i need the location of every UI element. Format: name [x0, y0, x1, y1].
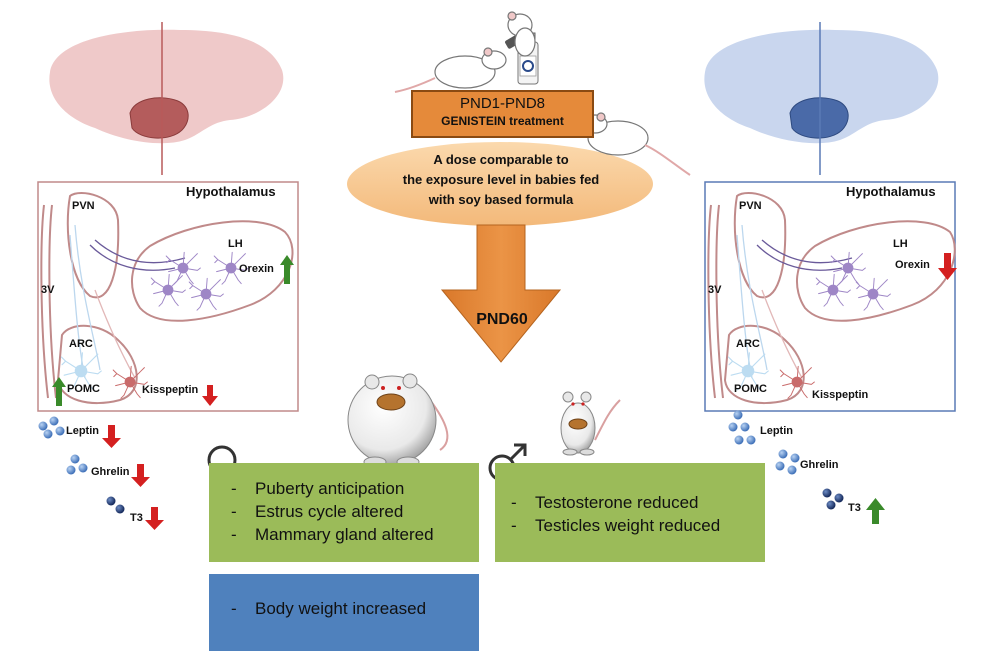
ghrelin-label-male: Ghrelin — [800, 459, 839, 471]
t3-up-arrow-male — [866, 498, 885, 524]
dose-line: the exposure level in babies fed — [402, 172, 600, 187]
ghrelin-label-female: Ghrelin — [91, 466, 130, 478]
dose-line: A dose comparable to — [433, 152, 569, 167]
pomc-label-male: POMC — [734, 383, 767, 395]
list-item: -Testicles weight reduced — [511, 516, 721, 535]
lean-rat-icon — [560, 391, 621, 456]
leptin-dots-male — [728, 410, 756, 445]
list-item: -Body weight increased — [231, 599, 427, 618]
female-effects-box: -Puberty anticipation -Estrus cycle alte… — [209, 463, 479, 562]
neural-fibers-female — [69, 224, 186, 379]
t3-label-female: T3 — [130, 512, 143, 524]
t3-dots-female — [106, 496, 125, 514]
t3-dots-male — [822, 488, 844, 510]
dose-ellipse — [347, 142, 653, 226]
t3-down-arrow-female — [145, 507, 164, 530]
female-effects-list: -Puberty anticipation -Estrus cycle alte… — [231, 479, 479, 545]
female-weight-box: -Body weight increased — [209, 574, 479, 651]
pomc-up-arrow-female — [52, 377, 66, 406]
arc-label-female: ARC — [69, 338, 93, 350]
male-effects-box: -Testosterone reduced -Testicles weight … — [495, 463, 765, 562]
lh-label-female: LH — [228, 238, 243, 250]
orexin-up-arrow-female — [280, 255, 294, 284]
list-item: -Testosterone reduced — [511, 493, 699, 512]
ghrelin-down-arrow-female — [131, 464, 150, 487]
orexin-label-male: Orexin — [895, 259, 930, 271]
t3-label-male: T3 — [848, 502, 861, 514]
orexin-down-arrow-male — [938, 253, 957, 280]
dose-description: A dose comparable to the exposure level … — [350, 142, 652, 226]
arc-label-male: ARC — [736, 338, 760, 350]
brain-icon — [49, 22, 284, 175]
third-ventricle-label-female: 3V — [41, 284, 55, 296]
hypothalamus-box-female — [37, 181, 299, 412]
hypothalamus-diagram-male — [707, 192, 956, 404]
hypothalamus-title-male: Hypothalamus — [846, 184, 936, 199]
leptin-label-female: Leptin — [66, 425, 99, 437]
pvn-label-male: PVN — [739, 200, 762, 212]
pomc-label-female: POMC — [67, 383, 100, 395]
treatment-box: PND1-PND8 GENISTEIN treatment — [411, 90, 594, 138]
list-item: -Mammary gland altered — [231, 525, 434, 544]
leptin-dots-female — [38, 416, 65, 439]
kisspeptin-down-arrow-female — [202, 385, 218, 406]
treatment-name: GENISTEIN treatment — [441, 114, 564, 128]
hypothalamus-title-female: Hypothalamus — [186, 184, 276, 199]
rat-icon — [394, 47, 507, 93]
rat-icon-standing — [507, 11, 536, 57]
hypothalamus-diagram-female — [40, 192, 294, 404]
endpoint-label: PND60 — [476, 311, 528, 328]
leptin-label-male: Leptin — [760, 425, 793, 437]
female-weight-list: -Body weight increased — [231, 599, 479, 619]
treatment-range: PND1-PND8 — [459, 95, 546, 112]
ghrelin-dots-female — [66, 454, 88, 475]
dose-line: with soy based formula — [428, 192, 574, 207]
list-item: -Estrus cycle altered — [231, 502, 404, 521]
obese-rat-icon — [347, 373, 449, 468]
pvn-label-female: PVN — [72, 200, 95, 212]
brain-icon-male — [704, 22, 939, 175]
third-ventricle-label-male: 3V — [708, 284, 722, 296]
kisspeptin-label-male: Kisspeptin — [812, 389, 869, 401]
ghrelin-dots-male — [775, 449, 800, 475]
down-arrow-pnd60 — [440, 224, 562, 363]
leptin-down-arrow-female — [102, 425, 121, 448]
kisspeptin-label-female: Kisspeptin — [142, 384, 199, 396]
list-item: -Puberty anticipation — [231, 479, 405, 498]
male-effects-list: -Testosterone reduced -Testicles weight … — [511, 493, 765, 536]
orexin-label-female: Orexin — [239, 263, 274, 275]
lh-label-male: LH — [893, 238, 908, 250]
